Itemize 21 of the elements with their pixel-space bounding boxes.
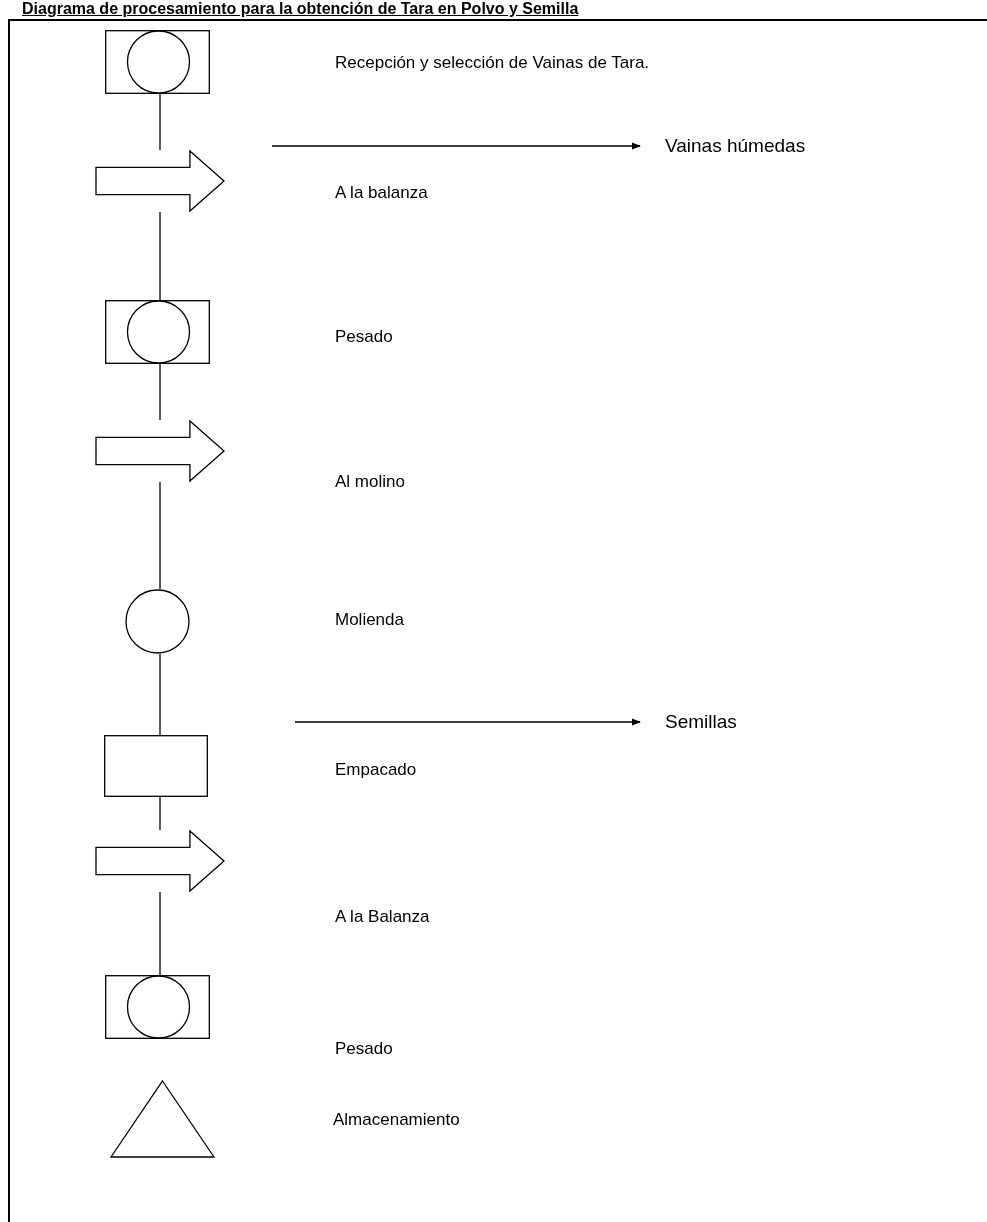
output-label: Vainas húmedas [665,135,806,157]
step-label: Empacado [335,760,417,780]
connector-line [159,891,161,976]
step-label: A la balanza [335,183,428,203]
diagram-title: Diagrama de procesamiento para la obtención de Tara en Polvo y Semilla [22,0,579,17]
connector-line [159,653,161,736]
step-label: Pesado [335,1039,393,1059]
flow-arrow [271,142,641,150]
connector-line [159,93,161,151]
connector-line [159,363,161,421]
connector-line [159,211,161,301]
step-label: Al molino [335,472,405,492]
flow-arrow [294,718,641,726]
step-label: Recepción y selección de Vainas de Tara. [335,53,650,73]
step-label: Pesado [335,327,393,347]
connector-line [159,796,161,831]
step-label: Molienda [335,610,404,630]
output-label: Semillas [665,711,737,733]
step-label: Almacenamiento [333,1110,460,1130]
connector-line [159,481,161,590]
step-label: A la Balanza [335,907,430,927]
